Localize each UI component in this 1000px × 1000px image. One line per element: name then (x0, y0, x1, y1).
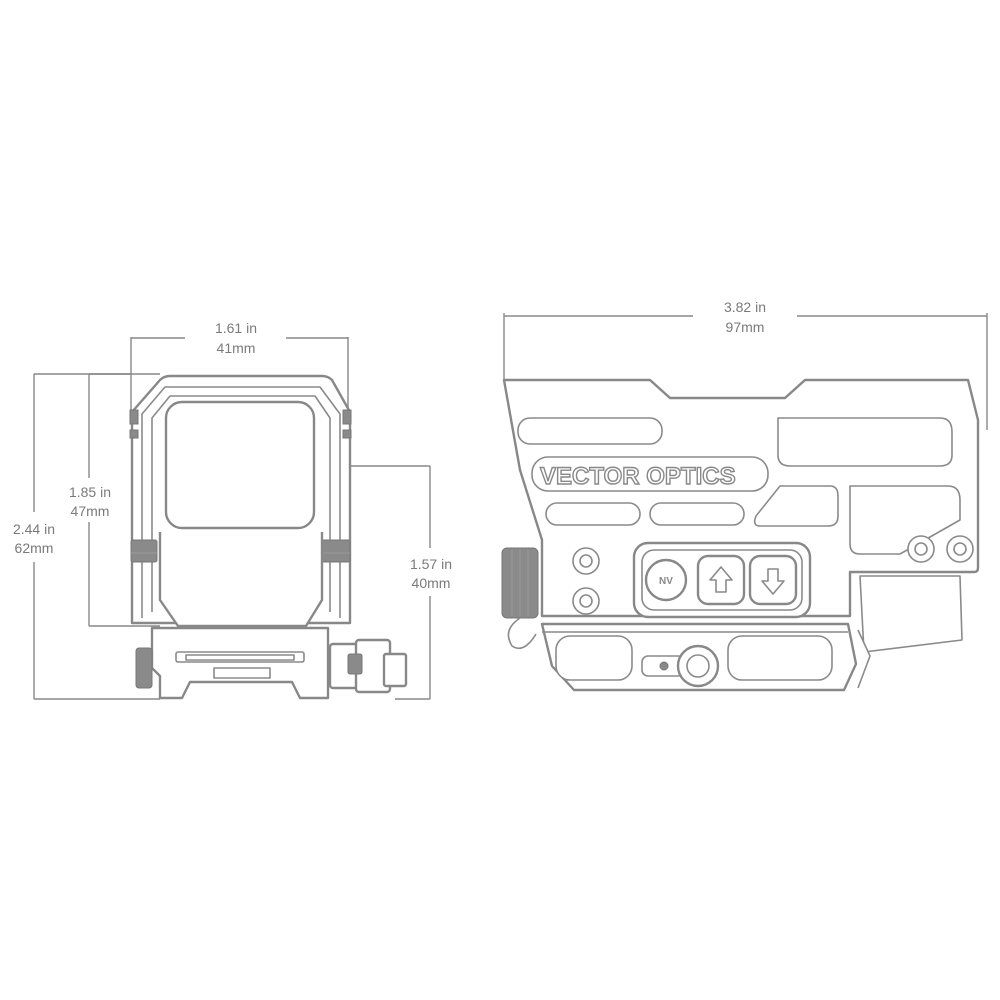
front-view: 1.61 in 41mm 2.44 in 62mm 1.85 in 47mm (13, 320, 452, 700)
body-height-inches-label: 1.85 in (69, 484, 111, 500)
side-mount (540, 622, 871, 692)
side-view: 3.82 in 97mm VECTOR OPTICS (501, 299, 988, 692)
optical-height-mm-label: 40mm (412, 575, 451, 591)
width-inches-label: 1.61 in (215, 320, 257, 336)
nv-button-label: NV (659, 576, 673, 587)
optical-height-inches-label: 1.57 in (410, 556, 452, 572)
brand-logo-text: VECTOR OPTICS (540, 463, 736, 490)
front-sight-body (129, 374, 408, 700)
total-height-inches-label: 2.44 in (13, 521, 55, 537)
body-height-dimension: 1.85 in 47mm (69, 373, 160, 627)
length-mm-label: 97mm (726, 319, 765, 335)
optical-height-dimension: 1.57 in 40mm (252, 465, 452, 700)
nv-button[interactable]: NV (644, 558, 688, 602)
total-height-dimension: 2.44 in 62mm (13, 373, 160, 700)
length-inches-label: 3.82 in (724, 299, 766, 315)
brightness-down-button[interactable] (748, 554, 798, 606)
total-height-mm-label: 62mm (15, 540, 54, 556)
arrow-up-icon (709, 566, 733, 593)
side-housing: VECTOR OPTICS (501, 378, 980, 653)
brightness-up-button[interactable] (696, 554, 746, 606)
width-dimension: 1.61 in 41mm (130, 320, 349, 410)
length-dimension: 3.82 in 97mm (503, 299, 988, 430)
arrow-down-icon (761, 568, 785, 595)
body-height-mm-label: 47mm (71, 503, 110, 519)
width-mm-label: 41mm (217, 340, 256, 356)
control-panel: NV (632, 541, 812, 619)
